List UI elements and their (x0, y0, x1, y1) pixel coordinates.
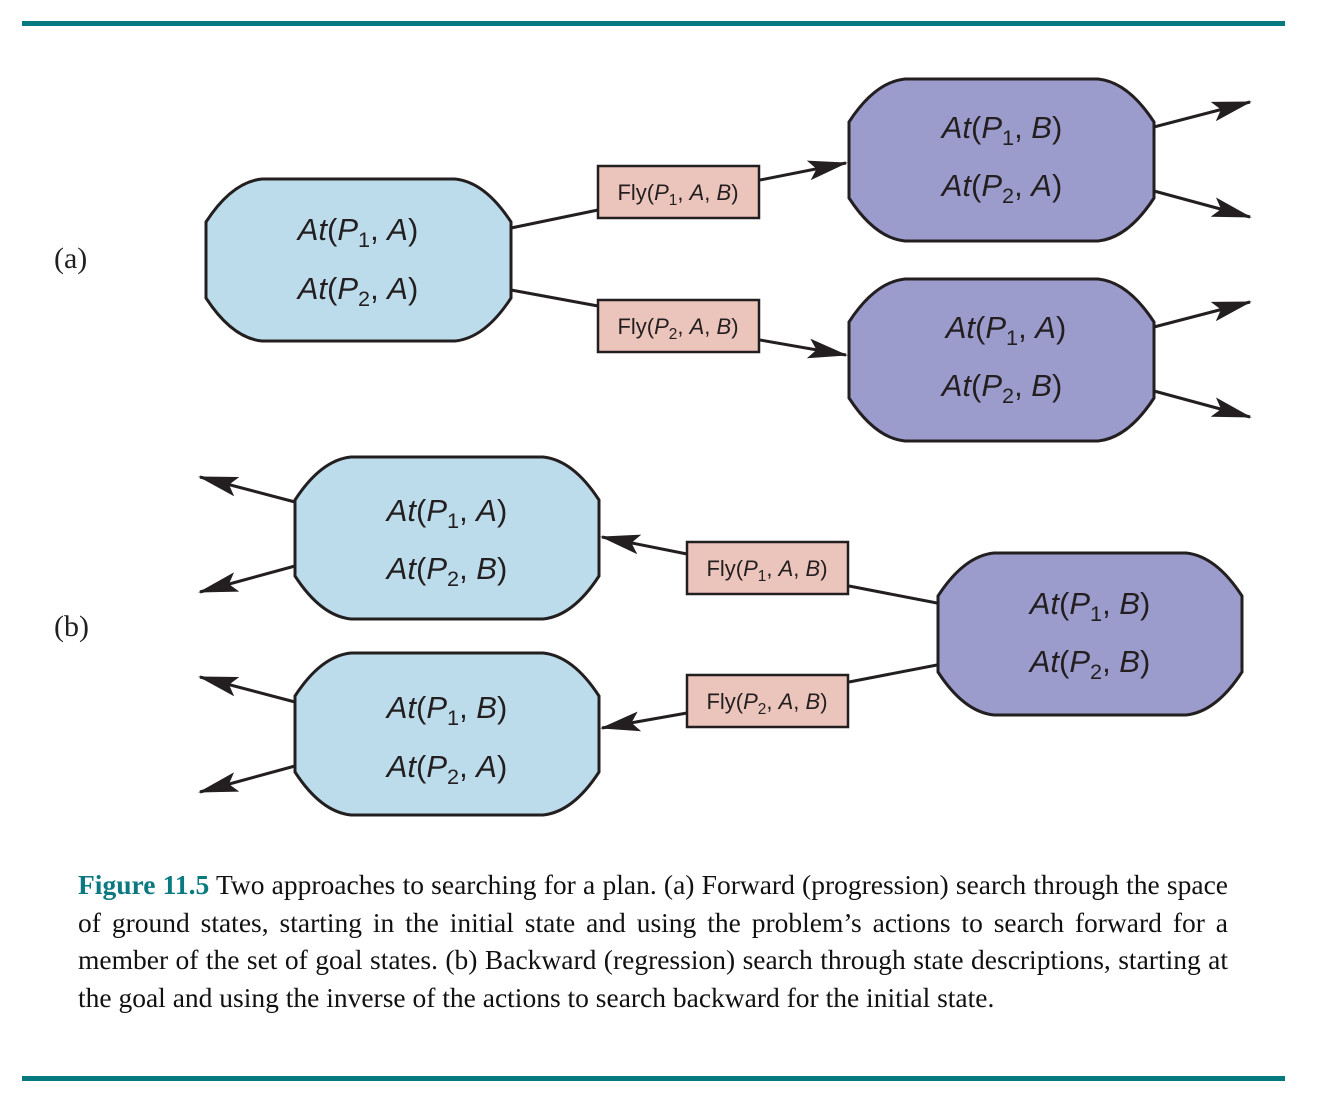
state-node-successor-1: At(P1, B) At(P2, A) (847, 77, 1156, 243)
state-fact: At(P2, A) (940, 168, 1063, 208)
edge-a-state2-out1 (1153, 300, 1252, 329)
action-label: Fly(P2, A, B) (706, 689, 827, 718)
action-node-fly-p1: Fly(P1, A, B) (596, 164, 761, 220)
edge-a-action2-to-state2 (759, 338, 848, 359)
figure-label: Figure 11.5 (78, 869, 210, 900)
edge-a-state1-out2 (1153, 189, 1252, 219)
state-fact: At(P2, B) (940, 368, 1063, 408)
figure-caption: Figure 11.5 Two approaches to searching … (78, 866, 1228, 1016)
edge-a-init-to-action2 (510, 288, 599, 308)
figure-caption-text: Two approaches to searching for a plan. … (78, 869, 1228, 1013)
action-node-fly-p1-backward: Fly(P1, A, B) (685, 540, 850, 596)
edge-a-init-to-action1 (510, 208, 599, 230)
edge-b-action2-to-state2 (600, 711, 688, 732)
bottom-rule (22, 1076, 1285, 1081)
edge-b-goal-to-action1 (848, 584, 938, 605)
state-node-successor-2: At(P1, A) At(P2, B) (847, 277, 1156, 443)
state-fact: At(P1, A) (296, 212, 419, 252)
edge-b-action1-to-state1 (600, 534, 688, 556)
action-node-fly-p2: Fly(P2, A, B) (596, 298, 761, 354)
action-label: Fly(P1, A, B) (617, 180, 738, 209)
state-fact: At(P1, A) (944, 310, 1067, 350)
state-fact: At(P1, A) (385, 493, 508, 533)
edge-b-goal-to-action2 (848, 663, 938, 684)
state-fact: At(P2, B) (385, 551, 508, 591)
action-label: Fly(P2, A, B) (617, 314, 738, 343)
edge-b-state2-out2 (198, 764, 296, 794)
edge-b-state1-out2 (198, 564, 296, 594)
edge-a-action1-to-state1 (759, 160, 848, 182)
state-fact: At(P2, A) (385, 749, 508, 789)
state-fact: At(P1, B) (1028, 586, 1151, 626)
panel-b-label: (b) (54, 610, 89, 643)
panel-b-edges (198, 475, 938, 794)
search-diagram: (a) (b) At(P1, A) At(P2, A) Fly(P1, A, B… (54, 77, 1252, 817)
top-rule (22, 21, 1285, 26)
edge-a-state2-out2 (1153, 389, 1252, 419)
state-node-goal: At(P1, B) At(P2, B) (936, 551, 1244, 717)
state-fact: At(P2, A) (296, 271, 419, 311)
state-node-predecessor-1: At(P1, A) At(P2, B) (293, 455, 601, 621)
action-label: Fly(P1, A, B) (706, 556, 827, 585)
action-node-fly-p2-backward: Fly(P2, A, B) (685, 673, 850, 729)
state-fact: At(P1, B) (385, 690, 508, 730)
state-node-predecessor-2: At(P1, B) At(P2, A) (293, 651, 601, 817)
state-node-initial: At(P1, A) At(P2, A) (204, 177, 513, 343)
edge-b-state2-out1 (198, 675, 296, 704)
state-fact: At(P1, B) (940, 110, 1063, 150)
panel-a-label: (a) (54, 242, 87, 275)
panel-a-edges (510, 100, 1252, 419)
edge-a-state1-out1 (1153, 100, 1252, 129)
edge-b-state1-out1 (198, 475, 296, 504)
state-fact: At(P2, B) (1028, 644, 1151, 684)
